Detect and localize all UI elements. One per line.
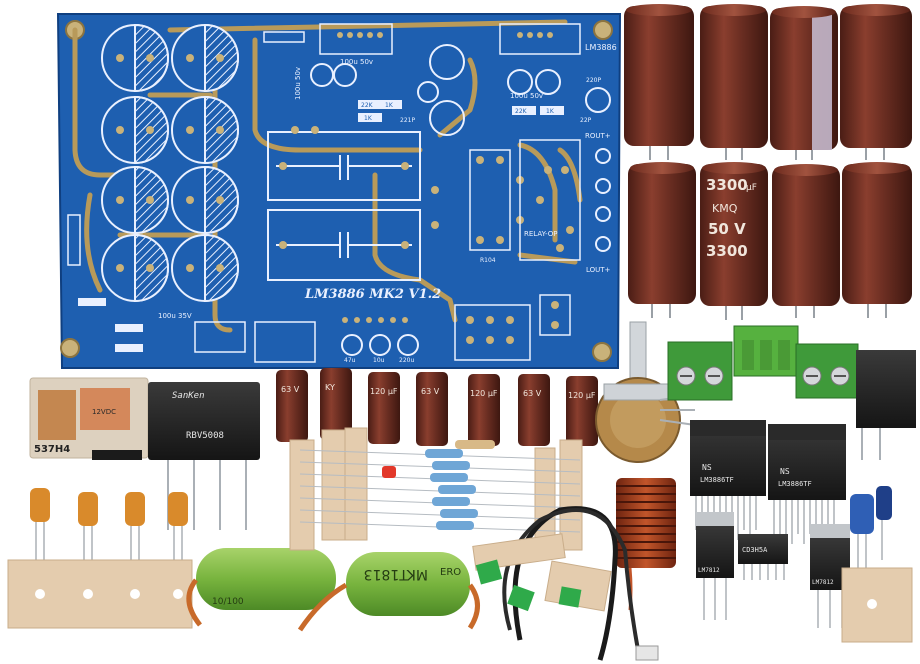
- pcb-cap-label-1: 100u 50v: [340, 58, 373, 66]
- pcb-bottom-resistors: [78, 298, 143, 352]
- large-cap-unit: µF: [746, 183, 757, 193]
- pcb-board: LM3886 MK2 V1.2 LM3886 RELAY-OP ROUT+ LO…: [56, 13, 622, 369]
- film-cap-right-brand: ERO: [440, 567, 461, 578]
- resistor-strip: [289, 427, 583, 559]
- blue-capacitors: [850, 486, 892, 570]
- small-cap-capacitance: 120 µF: [568, 391, 596, 400]
- pcb-pf-label-3: 221P: [400, 117, 415, 124]
- relay: 537H4 12VDC: [29, 377, 149, 460]
- large-capacitor: [628, 162, 696, 318]
- amplifier-ic-right: NS LM3886TF: [768, 424, 846, 544]
- pcb-out-minus-label: LOUT+: [586, 266, 611, 274]
- pcb-cap-label-2: 100u 50v: [510, 92, 543, 100]
- rectifier-brand: SanKen: [172, 391, 205, 401]
- small-cap-capacitance: 120 µF: [470, 389, 498, 398]
- pcb-output-terminals: [595, 148, 611, 252]
- small-capacitor: 63 V: [416, 372, 448, 446]
- pcb-cap-label-4: 100u 35V: [158, 312, 192, 320]
- pcb-resistor-label-5: 1K: [385, 102, 394, 109]
- inductor-coil: [616, 478, 676, 611]
- small-capacitor: KY: [320, 368, 352, 440]
- large-cap-brand-code: KMQ: [712, 202, 738, 215]
- terminal-block: [733, 325, 799, 377]
- small-electrolytic-caps: 63 V KY 120 µF 63 V 120 µF 63 V 120 µF: [276, 368, 598, 446]
- small-cap-voltage: 63 V: [523, 389, 542, 398]
- pcb-resistor-label-4: 1K: [546, 108, 555, 115]
- film-capacitor-left: 10/100: [186, 548, 336, 627]
- pcb-title: LM3886 MK2 V1.2: [304, 287, 441, 302]
- terminal-block: [667, 341, 733, 401]
- pcb-cap-label-6: 10u: [373, 357, 385, 364]
- orange-capacitors: [30, 488, 188, 560]
- small-capacitor: 120 µF: [368, 372, 400, 444]
- terminal-blocks: [667, 325, 859, 401]
- pcb-cap-label-5: 47u: [344, 357, 356, 364]
- pcb-small-cap-footprints: [310, 44, 611, 356]
- large-cap-capacitance-bottom: 3300: [706, 242, 748, 260]
- rectifier-part: RBV5008: [186, 431, 224, 441]
- small-ic-part: CD3H5A: [742, 546, 768, 554]
- amp-ic-part: LM3886TF: [700, 476, 734, 484]
- small-capacitor: 63 V: [276, 370, 308, 442]
- film-cap-left-label: 10/100: [212, 597, 244, 607]
- bridge-rectifier: SanKen RBV5008: [148, 382, 260, 530]
- small-cap-voltage: 63 V: [421, 387, 440, 396]
- large-capacitor: [840, 4, 912, 160]
- pcb-silk-outlines: [67, 23, 581, 363]
- pcb-relay-label: RELAY-OP: [524, 230, 558, 238]
- small-cap-code: KY: [325, 383, 335, 392]
- film-cap-right-label: MKT1813: [364, 566, 428, 582]
- green-tape-tabs: [475, 559, 582, 612]
- relay-rating: 12VDC: [92, 408, 116, 416]
- regulator-part: LM7812: [698, 567, 720, 574]
- component-tape-right: [841, 567, 913, 643]
- small-cap-capacitance: 120 µF: [370, 387, 398, 396]
- amp-ic-brand: NS: [702, 463, 712, 472]
- pcb-pf-label-1: 220P: [586, 77, 601, 84]
- component-tape-left: [7, 559, 193, 629]
- large-capacitor: [624, 4, 694, 160]
- large-capacitor: [842, 162, 912, 318]
- large-capacitor: [700, 4, 768, 160]
- small-dip-ic: CD3H5A: [738, 534, 788, 580]
- pcb-pads: [279, 32, 574, 344]
- large-cap-voltage: 50 V: [708, 220, 746, 238]
- small-cap-voltage: 63 V: [281, 385, 300, 394]
- mounting-holes: [60, 20, 613, 362]
- large-capacitor: [772, 164, 840, 318]
- amplifier-ic-left: NS LM3886TF: [690, 420, 766, 540]
- amp-ic-part: LM3886TF: [778, 480, 812, 488]
- pcb-resistor-label-2: 1K: [364, 115, 373, 122]
- pcb-jumper-label: R104: [480, 257, 496, 264]
- pcb-pf-label-2: 22P: [580, 117, 592, 124]
- filter-cap-footprints: [101, 23, 239, 303]
- large-cap-capacitance-top: 3300: [706, 176, 748, 194]
- voltage-regulator-left: LM7812: [696, 512, 734, 620]
- large-capacitor: [770, 6, 838, 160]
- terminal-block: [795, 343, 859, 399]
- small-capacitor: 63 V: [518, 374, 550, 446]
- pcb-out-plus-label: ROUT+: [585, 132, 611, 140]
- pcb-ic-label: LM3886: [585, 43, 617, 52]
- pcb-resistor-label-1: 22K: [361, 102, 374, 109]
- large-capacitor-front: 3300 µF KMQ 50 V 3300: [700, 162, 768, 320]
- film-capacitor-right: MKT1813 ERO: [297, 552, 480, 632]
- small-capacitor: 120 µF: [566, 376, 598, 446]
- pcb-resistor-label-3: 22K: [515, 108, 528, 115]
- small-capacitor: 120 µF: [468, 374, 500, 446]
- pcb-cap-label-7: 220u: [399, 357, 414, 364]
- film-cap-footprints: [267, 131, 421, 281]
- amp-ic-brand: NS: [780, 467, 790, 476]
- pcb-resistor-footprints: [358, 100, 564, 122]
- regulator-part: LM7812: [812, 579, 834, 586]
- large-capacitors: 3300 µF KMQ 50 V 3300: [624, 4, 912, 320]
- pcb-cap-label-3: 100u 50v: [294, 67, 302, 100]
- relay-code: 537H4: [34, 444, 70, 455]
- black-heatsink-part: [856, 350, 916, 460]
